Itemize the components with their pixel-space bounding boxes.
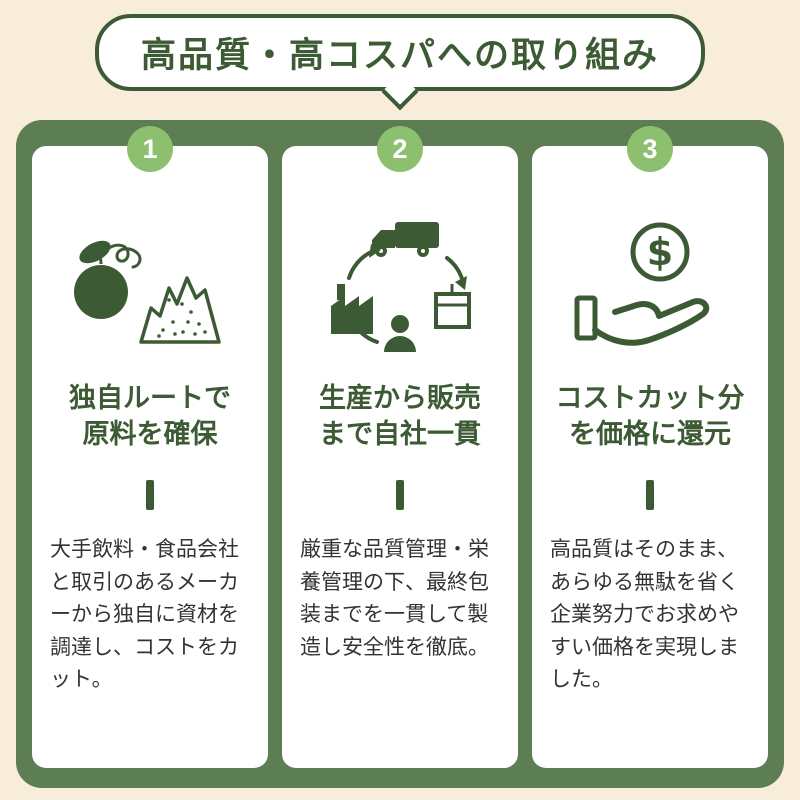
page-title: 高品質・高コスパへの取り組み — [94, 14, 706, 91]
step-heading: 生産から販売 まで自社一貫 — [282, 381, 518, 452]
divider-bar — [396, 480, 404, 511]
step-description: 厳重な品質管理・栄養管理の下、最終包装までを一貫して製造し安全性を徹底。 — [300, 538, 489, 659]
svg-text:$: $ — [647, 230, 673, 274]
title-banner: 高品質・高コスパへの取り組み — [94, 14, 706, 111]
step-number-badge: 1 — [127, 126, 173, 172]
step-description: 高品質はそのまま、あらゆる無駄を省く企業努力でお求めやすい価格を実現しました。 — [550, 538, 739, 692]
hand-coin-icon: $ — [532, 204, 768, 369]
supply-chain-cycle-icon — [282, 204, 518, 369]
step-heading: コストカット分 を価格に還元 — [532, 381, 768, 452]
step-heading-line2: まで自社一貫 — [319, 418, 481, 449]
raw-materials-icon — [32, 204, 268, 369]
step-heading: 独自ルートで 原料を確保 — [32, 381, 268, 452]
step-heading-line2: 原料を確保 — [82, 418, 218, 449]
step-number-badge: 2 — [377, 126, 423, 172]
divider-bar — [146, 480, 154, 511]
steps-panel: 1 — [16, 120, 784, 788]
divider-bar — [646, 480, 654, 511]
step-heading-line1: 生産から販売 — [319, 383, 481, 413]
step-description: 大手飲料・食品会社と取引のあるメーカーから独自に資材を調達し、コストをカット。 — [50, 538, 239, 692]
step-heading-line2: を価格に還元 — [569, 418, 731, 449]
step-heading-line1: 独自ルートで — [69, 383, 231, 413]
step-card-2: 2 — [282, 126, 518, 768]
step-card-3: 3 $ コストカット分 を価格に還元 高品質はそのまま、あらゆる無駄を省く企業努… — [532, 126, 768, 768]
step-heading-line1: コストカット分 — [555, 383, 745, 413]
step-card-1: 1 — [32, 126, 268, 768]
step-number-badge: 3 — [627, 126, 673, 172]
